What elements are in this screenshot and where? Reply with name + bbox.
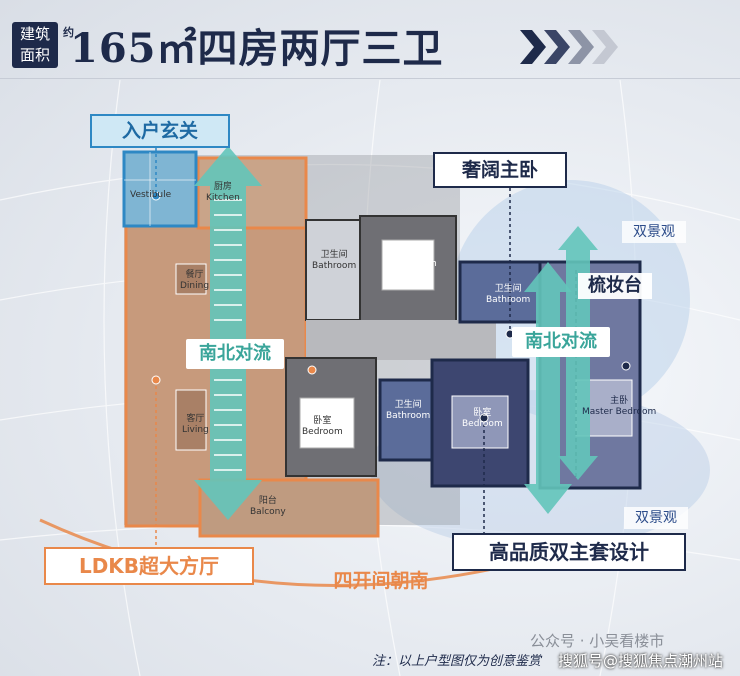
area-tag-line1: 建筑 — [19, 25, 50, 43]
room-vestibule: Vestibule — [130, 190, 172, 200]
room-kitchen: 厨房 Kitchen — [206, 182, 240, 203]
label-luxury-master: 奢阔主卧 — [433, 152, 567, 188]
page-title: 165㎡四房两厅三卫 — [70, 25, 444, 72]
room-balcony: 阳台 Balcony — [250, 496, 286, 517]
label-ldkb-hall: LDKB超大方厅 — [44, 547, 254, 585]
label-dual-view-top: 双景观 — [622, 221, 686, 243]
vestibule-zone — [122, 150, 198, 228]
room-bathroom-1: 卫生间 Bathroom — [312, 250, 357, 271]
label-dual-master-design: 高品质双主套设计 — [452, 533, 686, 571]
area-tag: 建筑 面积 约 — [12, 22, 74, 68]
area-tag-approx: 约 — [63, 26, 74, 39]
watermark-wechat: 公众号 · 小吴看楼市 — [530, 632, 665, 650]
label-ns-airflow-left: 南北对流 — [186, 339, 284, 369]
room-bathroom-3: 卫生间 Bathroom — [486, 284, 531, 305]
label-vanity: 梳妆台 — [578, 273, 652, 299]
watermark-sohu: 搜狐号@搜狐焦点潮州站 — [558, 652, 724, 670]
label-ns-airflow-right: 南北对流 — [512, 327, 610, 357]
room-bathroom-2: 卫生间 Bathroom — [386, 400, 431, 421]
label-entry-foyer: 入户玄关 — [90, 114, 230, 148]
room-bedroom-1: 卧室 Bedroom — [396, 248, 437, 269]
label-dual-view-bottom: 双景观 — [624, 507, 688, 529]
room-dining: 餐厅 Dining — [180, 270, 210, 291]
room-bedroom-2: 卧室 Bedroom — [302, 416, 343, 437]
area-tag-line2: 面积 — [19, 46, 50, 64]
room-living: 客厅 Living — [182, 414, 209, 435]
ns-arrow-right — [524, 262, 572, 514]
chevron-arrows-icon — [520, 30, 618, 64]
label-four-bay-south: 四开间朝南 — [333, 570, 429, 592]
ns-arrow-left — [194, 146, 262, 520]
footnote: 注：以上户型图仅为创意鉴赏 — [372, 654, 542, 669]
room-master-bedroom: 主卧 Master Bedroom — [582, 396, 657, 417]
header: 建筑 面积 约 165㎡四房两厅三卫 — [0, 0, 740, 86]
room-bedroom-3: 卧室 Bedroom — [462, 408, 503, 429]
header-divider — [0, 78, 740, 79]
